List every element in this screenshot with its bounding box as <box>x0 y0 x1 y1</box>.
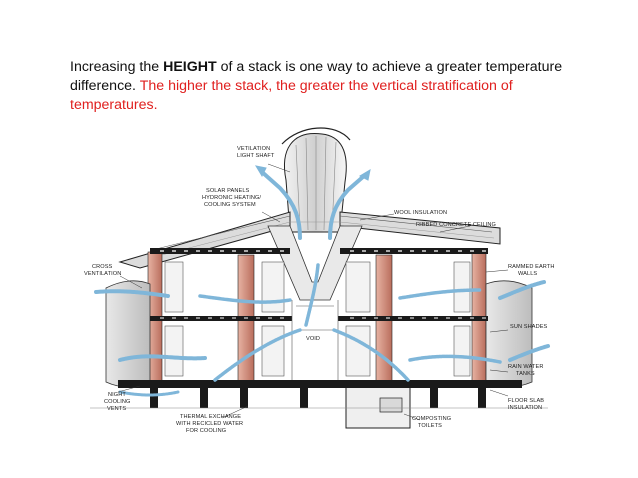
caption-bold-height: HEIGHT <box>163 59 217 75</box>
caption-part2: of a stack is one way to achieve a great… <box>70 59 563 94</box>
label-night-cooling-3: VENTS <box>107 406 126 412</box>
air-flow-arrows <box>94 165 550 397</box>
label-night-cooling-1: NIGHT <box>108 392 126 398</box>
label-solar-panels-3: COOLING SYSTEM <box>204 202 256 208</box>
rain-water-tanks <box>105 280 533 388</box>
label-wool-insulation: WOOL INSULATION <box>394 210 447 216</box>
label-solar-panels-2: HYDRONIC HEATING/ <box>202 195 261 201</box>
label-rain-water-2: TANKS <box>516 371 535 377</box>
label-composting-1: COMPOSTING <box>412 416 451 422</box>
ventilation-shaft <box>281 127 351 233</box>
label-thermal-exchange-3: FOR COOLING <box>186 428 226 434</box>
leader-lines <box>117 163 509 421</box>
caption-part1: Increasing the <box>70 59 164 75</box>
label-floor-slab-2: INSULATION <box>508 405 542 411</box>
caption-red-text: The higher the stack, the greater the ve… <box>70 78 513 113</box>
label-rammed-earth-2: WALLS <box>518 271 537 277</box>
label-rammed-earth-1: RAMMED EARTH <box>508 264 554 270</box>
label-thermal-exchange-2: WITH RECICLED WATER <box>176 421 243 427</box>
label-ventilation-shaft-1: VETILATION <box>237 146 270 152</box>
caption-text: Increasing the HEIGHT of a stack is one … <box>70 58 570 115</box>
label-cross-ventilation-1: CROSS <box>92 264 113 270</box>
label-ventilation-shaft-2: LIGHT SHAFT <box>237 153 275 159</box>
label-sun-shades: SUN SHADES <box>510 324 548 330</box>
central-void-funnel <box>267 225 363 301</box>
label-void: VOID <box>306 336 320 342</box>
label-thermal-exchange-1: THERMAL EXCHANGE <box>180 414 241 420</box>
label-rain-water-1: RAIN WATER <box>508 364 544 370</box>
label-ribbed-ceiling: RIBBED CONCRETE CEILING <box>416 222 496 228</box>
label-composting-2: TOILETS <box>418 423 442 429</box>
label-cross-ventilation-2: VENTILATION <box>84 271 121 277</box>
floor-slabs <box>118 248 522 388</box>
label-solar-panels-1: SOLAR PANELS <box>206 188 250 194</box>
foundations <box>150 388 486 408</box>
label-night-cooling-2: COOLING <box>104 399 131 405</box>
label-floor-slab-1: FLOOR SLAB <box>508 398 544 404</box>
